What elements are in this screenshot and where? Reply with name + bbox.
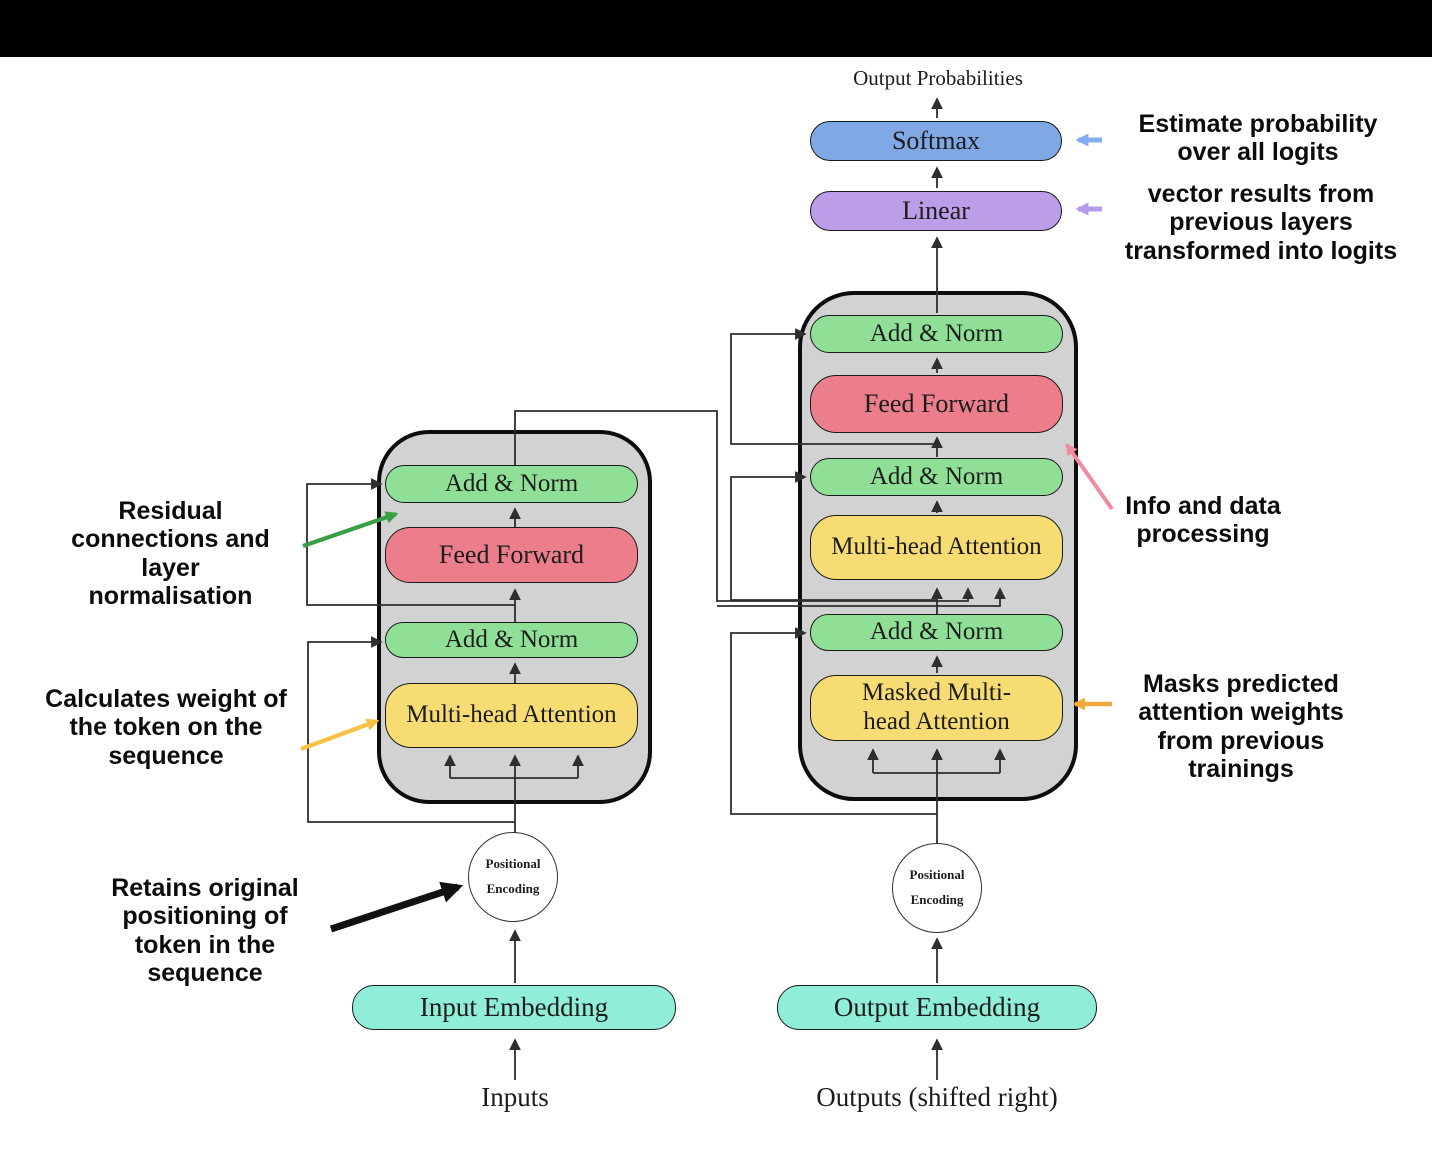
multi-head-attention-label: Multi-head Attention: [406, 701, 617, 729]
add-norm-label: Add & Norm: [444, 469, 579, 497]
top-black-bar: [0, 0, 1432, 57]
output-embedding-label: Output Embedding: [833, 991, 1041, 1022]
decoder-feed-forward-box: Feed Forward: [810, 375, 1063, 433]
input-embedding-box: Input Embedding: [352, 985, 676, 1030]
decoder-add-norm-top-box: Add & Norm: [810, 315, 1063, 353]
masked-multi-head-attention-label: Masked Multi-head Attention: [861, 679, 1012, 735]
positional-encoding-label: Positional Encoding: [485, 856, 541, 896]
decoder-multi-head-attention-box: Multi-head Attention: [810, 515, 1063, 580]
linear-box: Linear: [810, 191, 1062, 231]
positional-encoding-circle-left: Positional Encoding: [468, 832, 558, 922]
annotation-estimate-probability: Estimate probability over all logits: [1138, 110, 1378, 167]
annotation-residual-connections: Residual connections and layer normalisa…: [71, 497, 270, 610]
softmax-label: Softmax: [891, 126, 981, 156]
add-norm-label: Add & Norm: [869, 618, 1004, 646]
annotation-info-processing: Info and data processing: [1125, 492, 1281, 549]
add-norm-label: Add & Norm: [444, 625, 579, 653]
positional-annotation-arrow: [329, 881, 464, 933]
annotation-retains-positioning: Retains original positioning of token in…: [111, 874, 299, 987]
annotation-masks-predicted: Masks predicted attention weights from p…: [1138, 670, 1344, 783]
annotation-calculates-weight: Calculates weight of the token on the se…: [45, 685, 287, 770]
feed-forward-label: Feed Forward: [863, 389, 1010, 419]
masked-multi-head-attention-box: Masked Multi-head Attention: [810, 675, 1063, 741]
positional-encoding-circle-right: Positional Encoding: [892, 843, 982, 933]
feed-forward-label: Feed Forward: [438, 540, 585, 570]
add-norm-label: Add & Norm: [869, 319, 1004, 347]
decoder-add-norm-mid-box: Add & Norm: [810, 458, 1063, 496]
multi-head-attention-label: Multi-head Attention: [831, 533, 1042, 561]
input-embedding-label: Input Embedding: [419, 991, 609, 1022]
decoder-add-norm-bottom-box: Add & Norm: [810, 614, 1063, 651]
weight-annotation-arrow: [300, 718, 380, 751]
output-probabilities-label: Output Probabilities: [853, 66, 1023, 90]
encoder-add-norm-bottom-box: Add & Norm: [385, 622, 638, 658]
encoder-multi-head-attention-box: Multi-head Attention: [385, 683, 638, 748]
add-norm-label: Add & Norm: [869, 462, 1004, 490]
softmax-box: Softmax: [810, 121, 1062, 161]
annotation-vector-results: vector results from previous layers tran…: [1124, 180, 1398, 265]
encoder-feed-forward-box: Feed Forward: [385, 527, 638, 583]
encoder-add-norm-top-box: Add & Norm: [385, 465, 638, 503]
outputs-label: Outputs (shifted right): [816, 1082, 1058, 1112]
positional-encoding-label: Positional Encoding: [909, 867, 965, 907]
inputs-label: Inputs: [481, 1082, 549, 1112]
output-embedding-box: Output Embedding: [777, 985, 1097, 1030]
linear-label: Linear: [902, 196, 970, 226]
